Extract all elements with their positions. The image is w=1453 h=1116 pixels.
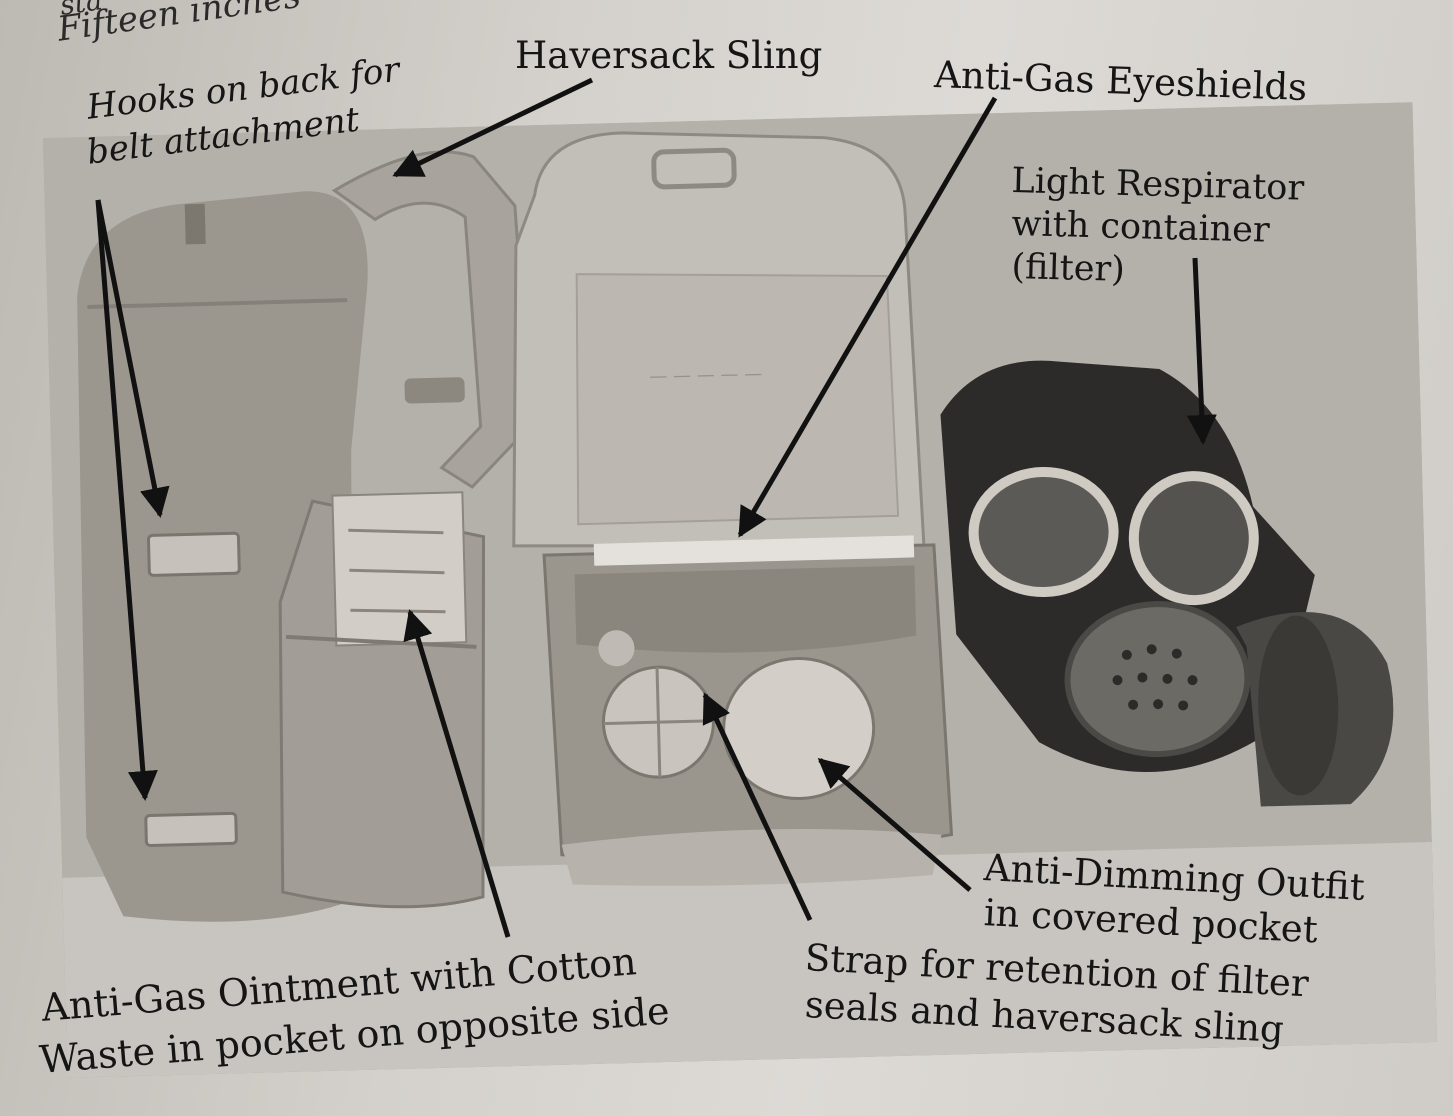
exhale-valve	[1064, 601, 1251, 758]
haversack-open-lid: — — — — —	[512, 131, 926, 548]
side-pocket	[278, 491, 486, 909]
eyeshield-packet	[593, 535, 915, 566]
photograph: — — — — —	[42, 102, 1438, 1078]
belt-hook-lower	[144, 811, 238, 848]
gas-mask-haversack-photo: — — — — —	[42, 102, 1438, 1078]
label-respirator-line-1: Light Respirator	[1011, 161, 1305, 209]
haversack-open-body	[542, 535, 954, 886]
label-respirator-line-3: (filter)	[1011, 247, 1126, 290]
svg-text:— — — — —: — — — — —	[649, 363, 762, 387]
label-haversack-sling: Haversack Sling	[515, 34, 823, 77]
label-respirator-line-2: with container	[1011, 204, 1271, 251]
eyepiece-right	[1128, 471, 1259, 606]
header-text-fragment-2: Fifteen inches	[55, 0, 304, 50]
light-respirator	[940, 360, 1394, 807]
belt-hook-upper	[146, 531, 241, 577]
label-eyeshields: Anti-Gas Eyeshields	[933, 53, 1308, 109]
lid-handle	[651, 147, 737, 190]
anti-dimming-pocket	[722, 657, 876, 801]
eyepiece-left	[968, 467, 1119, 598]
